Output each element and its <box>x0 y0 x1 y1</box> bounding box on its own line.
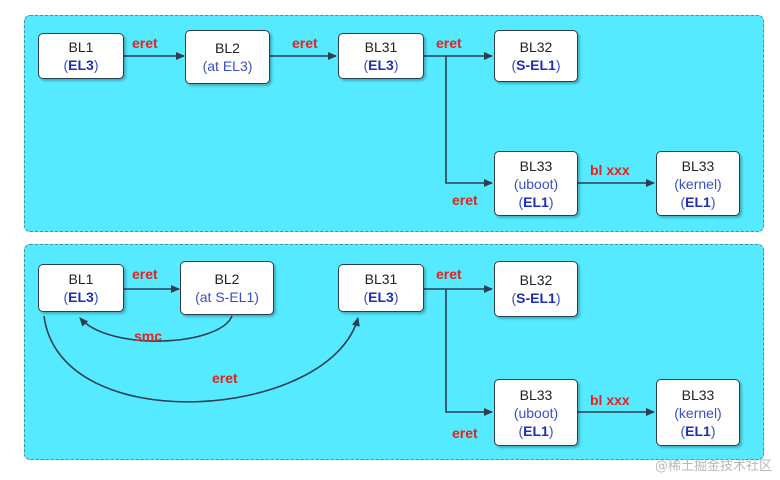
node-name: BL32 <box>519 39 553 55</box>
node-level: (EL3) <box>63 289 99 305</box>
node-level: (EL1) <box>680 422 716 439</box>
label-bl-xxx: bl xxx <box>590 162 630 178</box>
node-name: BL33 <box>519 157 553 174</box>
node-p1-bl31: BL31 (EL3) <box>338 33 424 79</box>
node-level: (EL1) <box>680 193 716 210</box>
label-eret: eret <box>452 425 478 441</box>
node-p2-bl31: BL31 (EL3) <box>338 264 424 312</box>
label-eret: eret <box>436 266 462 282</box>
label-smc: smc <box>134 328 163 344</box>
arrow-p1-bl31-bl33 <box>445 56 493 187</box>
watermark: @稀土掘金技术社区 <box>654 459 772 474</box>
label-eret: eret <box>452 192 478 208</box>
arrow-p2-bl31-bl33 <box>445 289 493 416</box>
label-eret: eret <box>132 266 158 282</box>
arrow-p2-smc <box>79 315 233 342</box>
node-level: (EL3) <box>363 57 399 73</box>
node-p2-bl33-kernel: BL33 (kernel) (EL1) <box>656 379 740 446</box>
arrow-p2-eret-long <box>43 315 360 403</box>
label-bl-xxx: bl xxx <box>590 392 630 408</box>
node-level: (EL1) <box>518 422 554 439</box>
node-level: (EL3) <box>63 57 99 73</box>
node-level: (at EL3) <box>202 58 253 74</box>
node-p1-bl33-kernel: BL33 (kernel) (EL1) <box>656 151 740 216</box>
node-level: (S-EL1) <box>511 290 561 306</box>
node-name: BL32 <box>519 272 553 288</box>
node-level: (EL1) <box>518 193 554 210</box>
node-name: BL1 <box>68 271 94 287</box>
node-p1-bl32: BL32 (S-EL1) <box>494 30 578 82</box>
node-role: (kernel) <box>674 404 722 421</box>
node-name: BL31 <box>364 271 398 287</box>
node-role: (kernel) <box>674 175 722 192</box>
node-p1-bl2: BL2 (at EL3) <box>185 30 270 84</box>
node-name: BL2 <box>215 40 240 56</box>
node-name: BL33 <box>519 386 553 403</box>
label-eret: eret <box>436 35 462 51</box>
node-name: BL1 <box>68 39 94 55</box>
node-name: BL33 <box>681 386 715 403</box>
node-level: (EL3) <box>363 289 399 305</box>
node-name: BL2 <box>214 271 240 287</box>
node-p2-bl33-uboot: BL33 (uboot) (EL1) <box>494 379 578 446</box>
node-level: (at S-EL1) <box>195 289 259 305</box>
node-p2-bl2: BL2 (at S-EL1) <box>180 261 274 315</box>
node-name: BL33 <box>681 157 715 174</box>
node-p1-bl1: BL1 (EL3) <box>38 33 124 79</box>
node-level: (S-EL1) <box>511 57 561 73</box>
node-role: (uboot) <box>513 404 559 421</box>
node-p2-bl1: BL1 (EL3) <box>38 264 124 312</box>
node-name: BL31 <box>364 39 398 55</box>
node-p2-bl32: BL32 (S-EL1) <box>494 261 578 317</box>
node-p1-bl33-uboot: BL33 (uboot) (EL1) <box>494 151 578 216</box>
label-eret-long: eret <box>212 370 238 386</box>
node-role: (uboot) <box>513 175 559 192</box>
label-eret: eret <box>132 35 158 51</box>
label-eret: eret <box>292 35 318 51</box>
